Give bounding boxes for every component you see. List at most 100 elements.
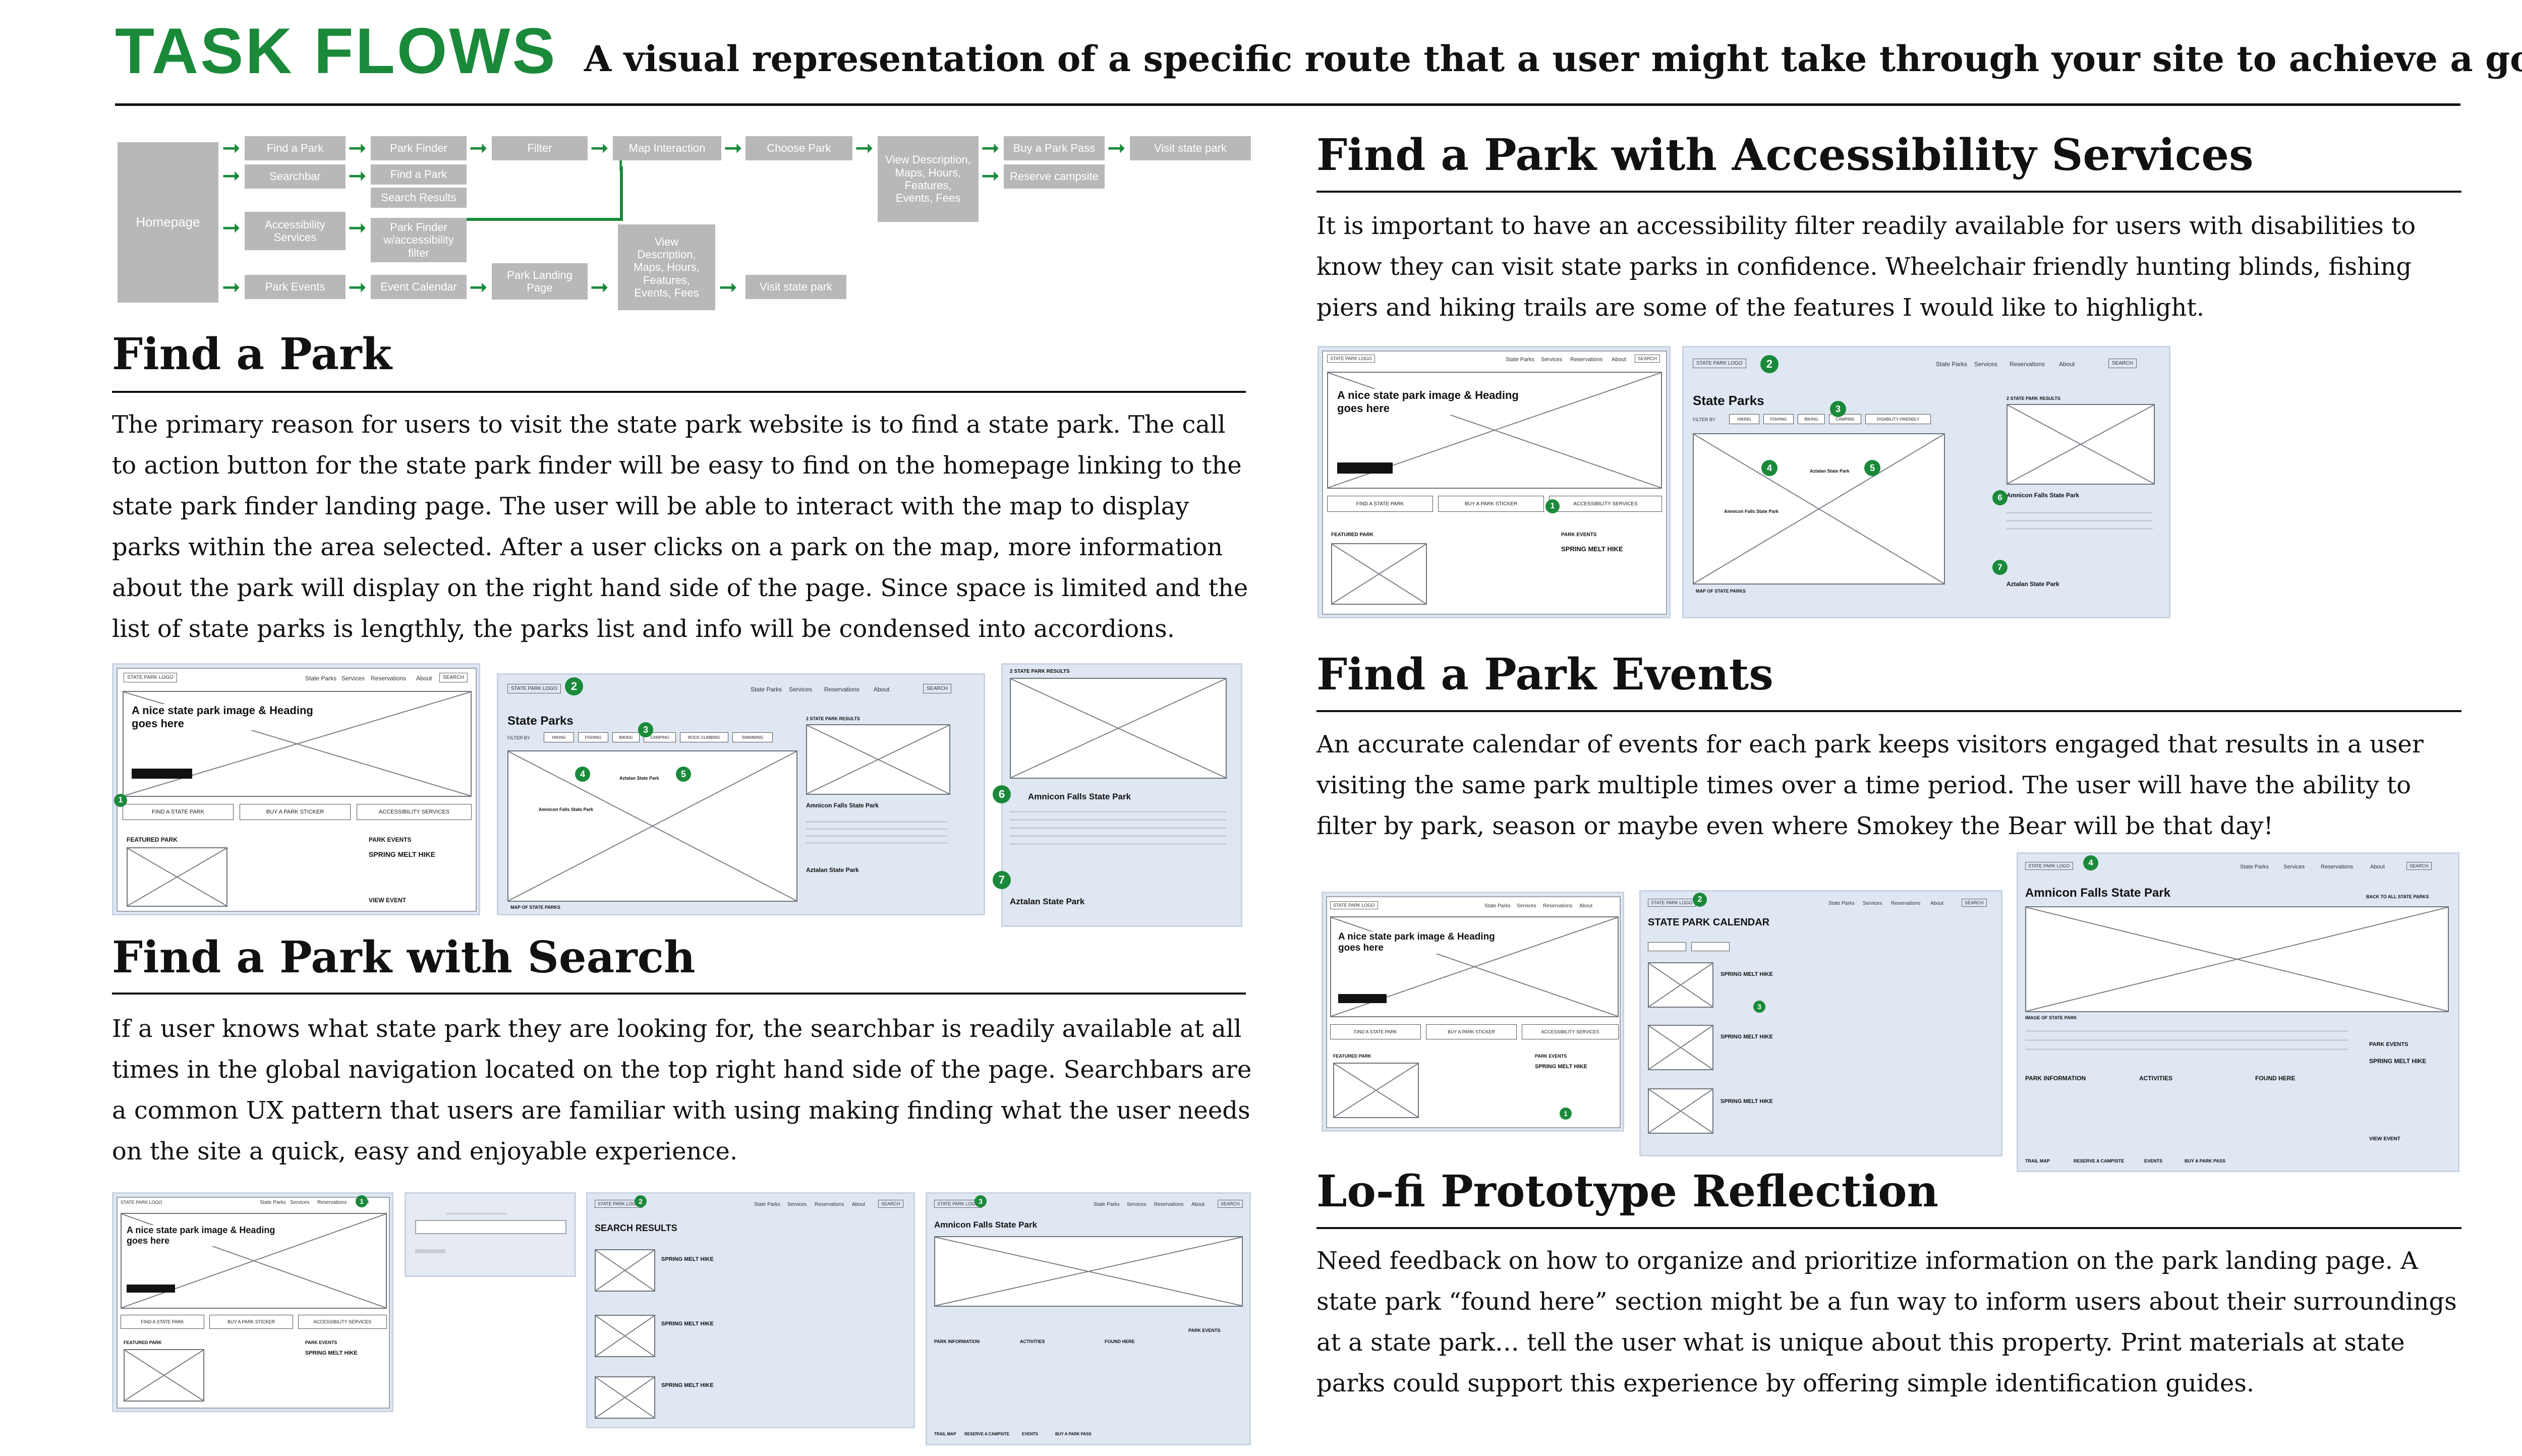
wireframe-state-parks-map: STATE PARK LOGO State Parks Services Res…: [497, 673, 985, 915]
wf-reserve: RESERVE A CAMPSITE: [964, 1432, 1010, 1436]
wf-back-link: BACK TO ALL STATE PARKS: [2366, 894, 2429, 899]
flow-reserve-campsite: Reserve campsite: [1004, 164, 1105, 189]
arrow-icon: ➞: [724, 135, 742, 161]
wf-text-line: [2007, 512, 2153, 513]
wf-result-thumb: [595, 1376, 655, 1419]
step-badge-4: 4: [2083, 855, 2098, 870]
section-rule: [1316, 710, 2461, 712]
wf-result-title: SPRING MELT HIKE: [661, 1256, 714, 1262]
flow-visit-state-park-bottom: Visit state park: [746, 275, 846, 299]
step-badge-6: 6: [1992, 490, 2008, 505]
wf-amnicon-pin: Amnicon Falls State Park: [539, 807, 594, 812]
step-badge-1: 1: [114, 794, 127, 807]
wf-filter-by: FILTER BY: [1693, 417, 1715, 422]
wf-spring-hike: SPRING MELT HIKE: [369, 850, 435, 858]
wf-park-events: PARK EVENTS: [1188, 1328, 1221, 1333]
page-title: TASK FLOWS: [115, 15, 557, 87]
wf-nav-about: About: [1579, 903, 1593, 909]
heading-reflection: Lo-fi Prototype Reflection: [1316, 1166, 1938, 1217]
step-badge-5: 5: [1864, 460, 1880, 476]
wf-filter-disability: DISABILITY FRIENDLY: [1865, 414, 1931, 424]
flow-park-finder-accessibility: Park Finder w/accessibility filter: [371, 218, 467, 262]
wf-featured-park: FEATURED PARK: [1333, 1054, 1371, 1059]
wf-text-line: [1010, 835, 1227, 837]
wf-result-title: SPRING MELT HIKE: [661, 1321, 714, 1327]
wf-filter-camping: CAMPING: [644, 732, 676, 742]
wf-filter-hiking: HIKING: [1729, 414, 1759, 424]
wf-text-line: [1010, 811, 1227, 812]
wf-activities: ACTIVITIES: [1020, 1339, 1045, 1344]
flow-searchbar: Searchbar: [245, 164, 346, 189]
wf-btn-find-park: FIND A STATE PARK: [123, 804, 234, 820]
wf-nav-about: About: [416, 675, 432, 682]
wireframe-search-results: STATE PARK LOGO State Parks Services Res…: [586, 1192, 915, 1428]
flow-search-results: Search Results: [371, 188, 467, 208]
wf-landing-title: Amnicon Falls State Park: [934, 1220, 1038, 1230]
flow-event-calendar: Event Calendar: [371, 275, 467, 299]
step-badge-3: 3: [1830, 401, 1846, 417]
arrow-icon: ➞: [222, 135, 241, 161]
wf-nav-state-parks: State Parks: [305, 675, 337, 682]
wf-found-here: FOUND HERE: [1105, 1339, 1135, 1344]
wf-state-parks-title: State Parks: [507, 714, 574, 728]
wf-hero-title: A nice state park image & Heading goes h…: [127, 1225, 278, 1246]
arrow-icon: ➞: [590, 274, 609, 300]
wf-nav-services: Services: [290, 1200, 310, 1205]
wf-text-line: [2007, 528, 2153, 530]
wf-btn-access: ACCESSIBILITY SERVICES: [1549, 496, 1662, 512]
wf-nav-reservations: Reservations: [2321, 864, 2354, 870]
wf-nav-reservations: Reservations: [371, 675, 407, 682]
connector-line: [620, 166, 623, 221]
wireframe-search-dropdown: [405, 1192, 576, 1277]
wf-nav-services: Services: [341, 675, 365, 682]
wf-btn-sticker: BUY A PARK STICKER: [1438, 496, 1544, 512]
wf-text-line: [806, 821, 947, 823]
wf-nav-reservations: Reservations: [1154, 1202, 1184, 1207]
wf-park-events: PARK EVENTS: [2369, 1041, 2409, 1047]
wf-nav-services: Services: [787, 1202, 807, 1207]
paragraph-find-with-search: If a user knows what state park they are…: [112, 1015, 1252, 1166]
step-badge-2: 2: [1693, 893, 1707, 907]
wf-select-park: [1691, 942, 1730, 951]
wf-nav-state-parks: State Parks: [1936, 361, 1968, 368]
step-badge-7: 7: [1992, 560, 2008, 575]
wf-hero-title: A nice state park image & Heading goes h…: [1338, 931, 1500, 954]
step-badge-2: 2: [1760, 355, 1779, 373]
wf-text-line: [806, 842, 947, 844]
flow-choose-park: Choose Park: [746, 136, 852, 160]
wf-nav-reservations: Reservations: [824, 686, 860, 693]
wf-result-title: SPRING MELT HIKE: [661, 1382, 714, 1388]
wf-reserve: RESERVE A CAMPSITE: [2074, 1158, 2125, 1163]
wf-text-line: [1010, 819, 1227, 821]
flow-view-description-bottom: View Description, Maps, Hours, Features,…: [618, 224, 715, 310]
arrow-icon: ➞: [348, 274, 367, 300]
paragraph-accessibility: It is important to have an accessibility…: [1316, 212, 2416, 322]
wf-accordion-amnicon: Amnicon Falls State Park: [1028, 792, 1131, 801]
wireframe-events-calendar: STATE PARK LOGO State Parks Services Res…: [1639, 890, 2002, 1156]
wf-nav-search: SEARCH: [439, 673, 468, 682]
step-badge-1: 1: [1560, 1108, 1572, 1120]
step-badge-3: 3: [638, 722, 653, 737]
wf-aztalan-pin: Aztalan State Park: [619, 776, 659, 781]
wf-featured-image: [1331, 543, 1427, 605]
wf-buy-pass: BUY A PARK PASS: [2185, 1158, 2225, 1163]
arrow-icon: ➞: [981, 135, 1000, 161]
wf-nav-state-parks: State Parks: [260, 1200, 286, 1205]
wf-nav-reservations: Reservations: [815, 1202, 844, 1207]
wf-nav-reservations: Reservations: [1543, 903, 1573, 909]
arrow-icon: ➞: [981, 163, 1000, 189]
step-badge-3: 3: [1753, 1001, 1765, 1013]
wf-hero-title: A nice state park image & Heading goes h…: [1337, 389, 1519, 415]
wf-view-event: VIEW EVENT: [2369, 1136, 2400, 1142]
wf-text-line: [2025, 1049, 2348, 1050]
arrow-icon: ➞: [1107, 135, 1126, 161]
wf-filter-hiking: HIKING: [544, 732, 574, 742]
wf-nav-state-parks: State Parks: [1484, 903, 1511, 909]
wf-events-btn: EVENTS: [2144, 1158, 2163, 1163]
heading-find-a-park: Find a Park: [112, 329, 392, 380]
wf-text-line: [806, 835, 947, 837]
wf-trail-map: TRAIL MAP: [934, 1432, 956, 1436]
flow-map-interaction: Map Interaction: [613, 136, 721, 160]
wf-nav-about: About: [1612, 357, 1626, 363]
wf-text-line: [446, 1213, 507, 1214]
